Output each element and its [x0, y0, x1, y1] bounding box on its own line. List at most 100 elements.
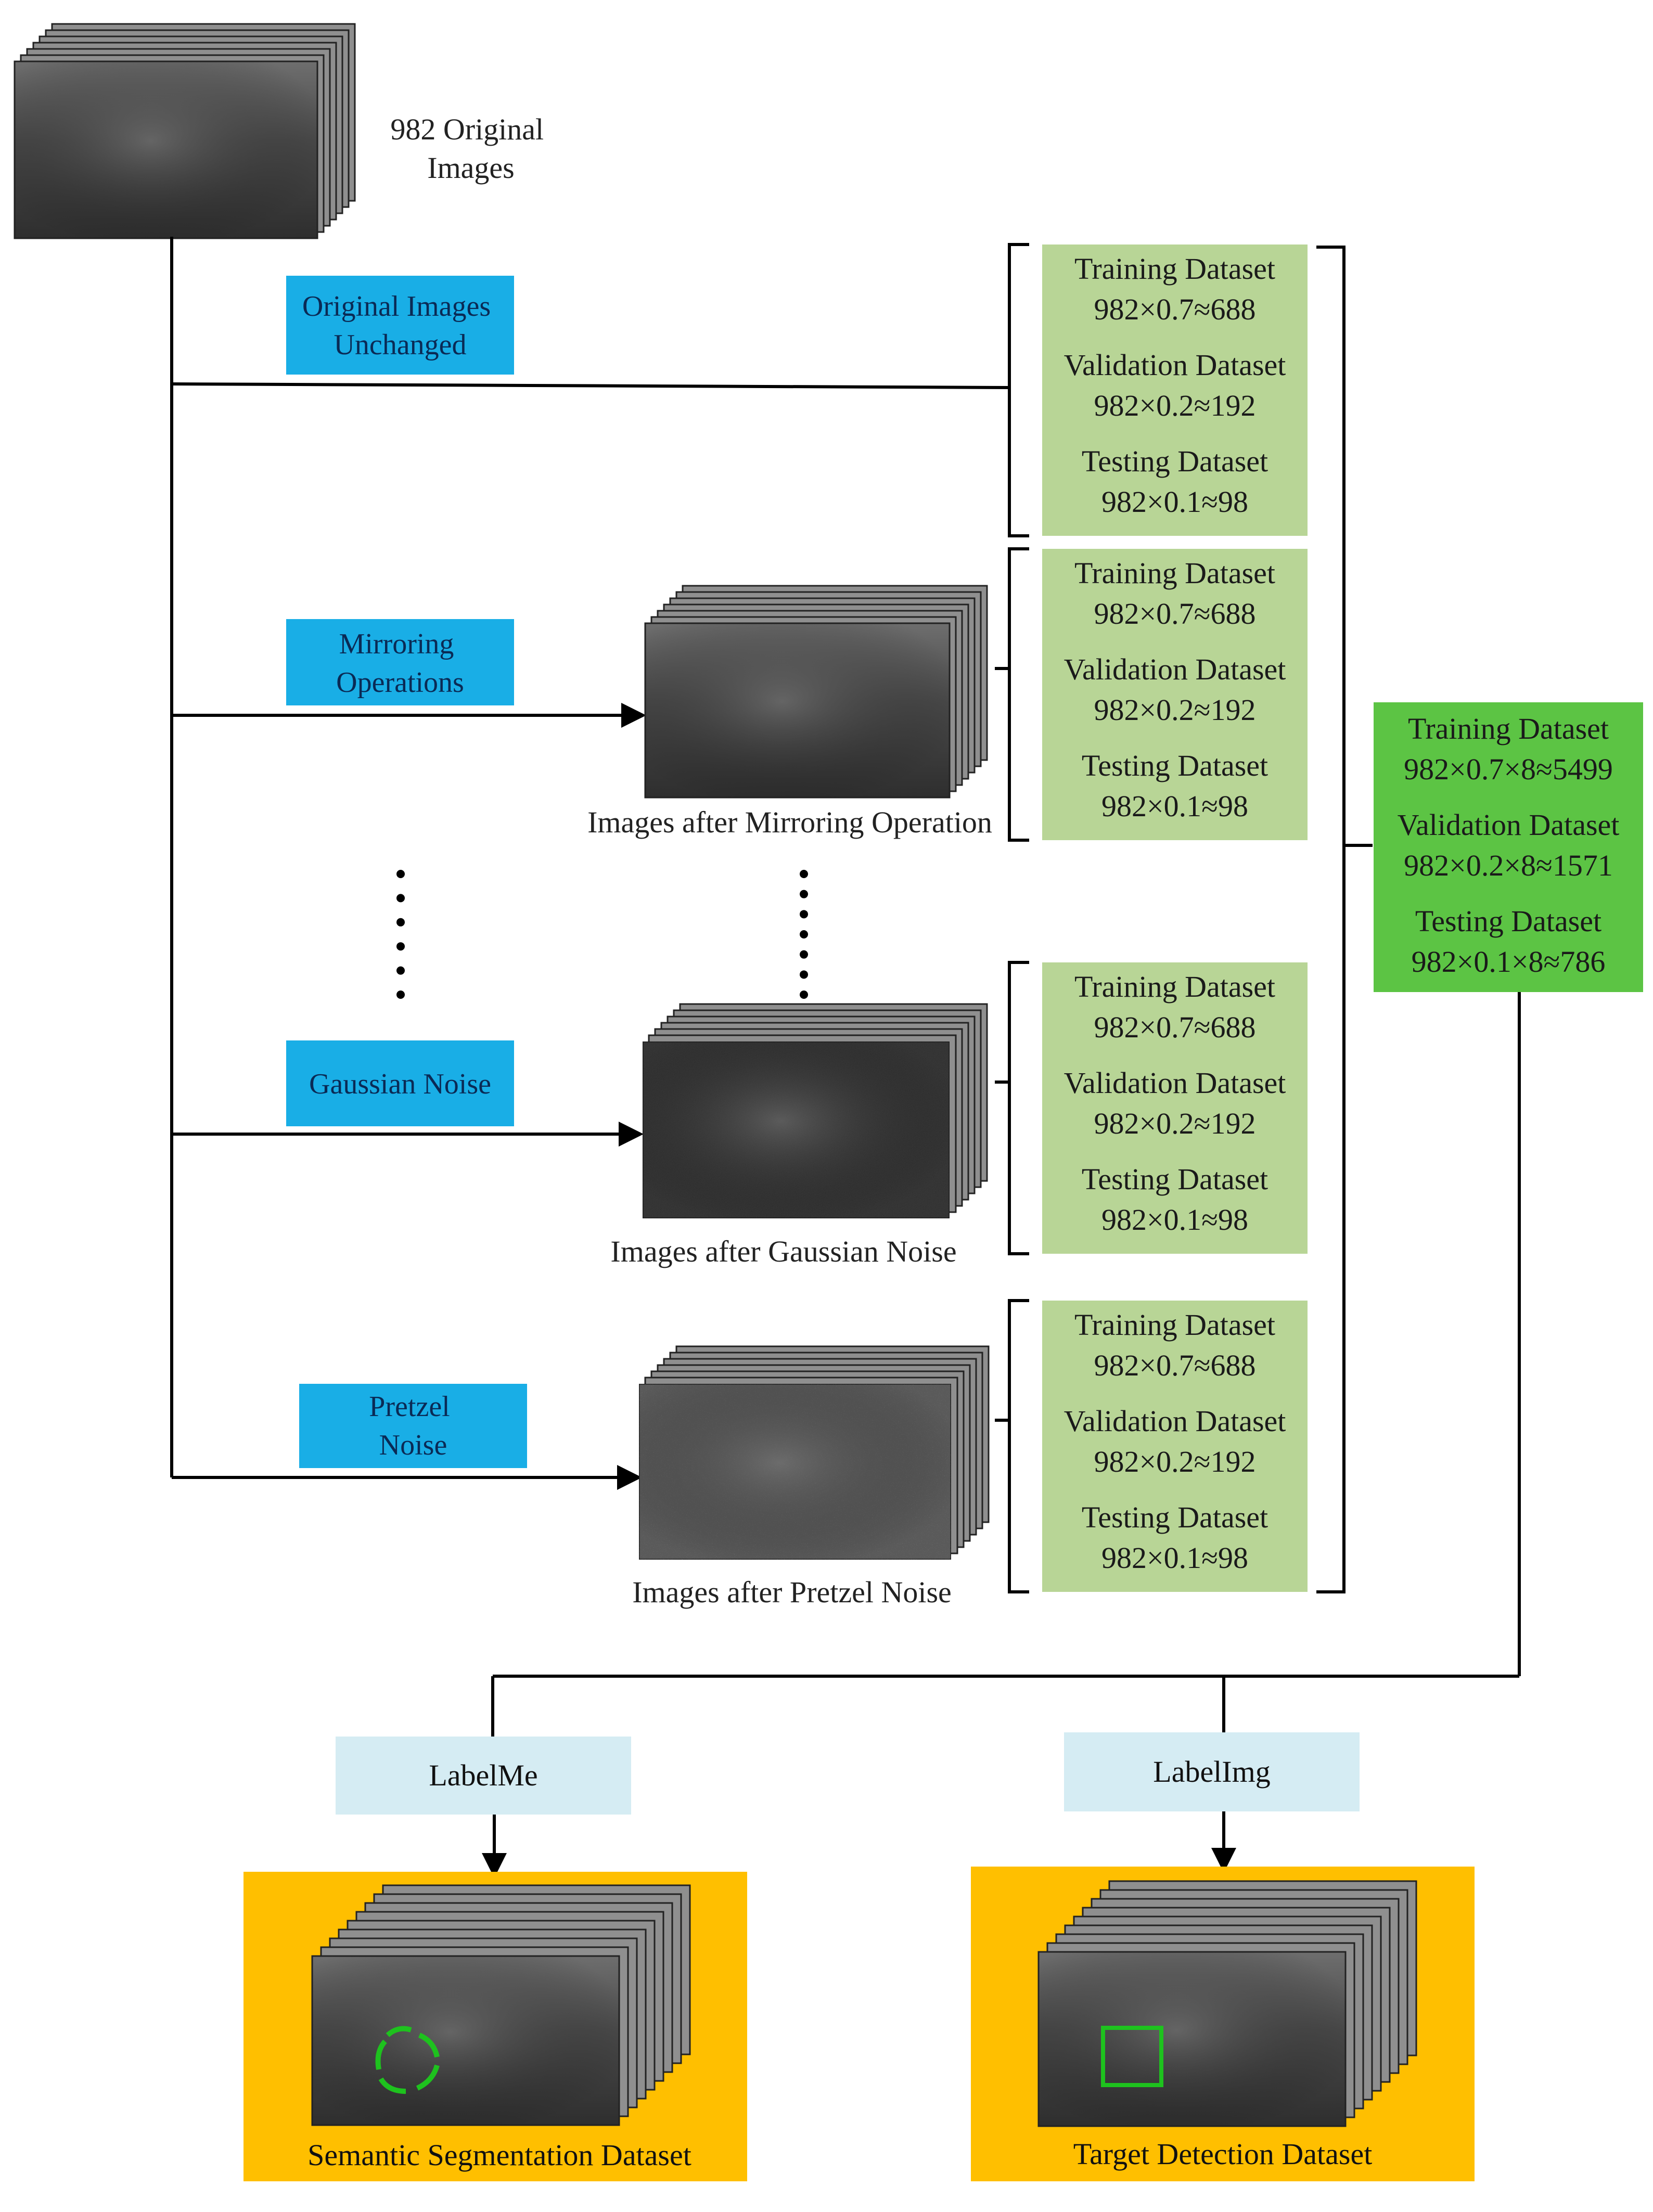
ellipsis-dot — [800, 970, 808, 979]
image-glow — [15, 61, 317, 238]
ellipsis-dot — [396, 918, 405, 927]
connector-lines — [170, 237, 1011, 1490]
split-name: Training Dataset — [1074, 252, 1275, 286]
tool-labelme: LabelMe — [336, 1737, 631, 1815]
op3-line2: Noise — [379, 1429, 447, 1461]
merge-bracket-path — [1316, 246, 1346, 1593]
split-bracket-1 — [1008, 547, 1029, 842]
split-value: 982×0.1≈98 — [1101, 1203, 1248, 1237]
merge-bracket — [1316, 246, 1373, 1593]
ellipsis-dot — [396, 942, 405, 951]
split-box-0 — [1042, 245, 1308, 536]
split-value: 982×0.1≈98 — [1101, 1541, 1248, 1575]
caption-mirror: Images after Mirroring Operation — [587, 805, 992, 839]
op3-line1: Pretzel — [369, 1391, 450, 1423]
op-box-pretzel-text: Pretzel Noise — [369, 1391, 457, 1461]
op-box-mirroring: Mirroring Operations — [286, 619, 514, 705]
op-box-pretzel: Pretzel Noise — [299, 1384, 527, 1468]
op-box-unchanged-bg — [286, 276, 514, 375]
split-name: Validation Dataset — [1064, 1404, 1286, 1438]
image-glow — [312, 1956, 619, 2125]
op1-line2: Operations — [336, 666, 464, 699]
tool-labelimg-bg — [1064, 1732, 1360, 1811]
source-label-line2: Images — [427, 151, 515, 185]
seg-mark-1 — [386, 2026, 412, 2037]
split-value: 982×0.2≈192 — [1094, 389, 1255, 422]
split-box-3 — [1042, 1301, 1308, 1592]
split-value: 982×0.1≈98 — [1101, 789, 1248, 823]
op2-line1: Gaussian Noise — [309, 1068, 491, 1100]
bottom-connectors — [482, 992, 1521, 1878]
output-target-detection: Target Detection Dataset — [971, 1867, 1475, 2181]
split-box-1 — [1042, 549, 1308, 840]
source-label-line1: 982 Original — [390, 112, 544, 146]
total-value: 982×0.1×8≈786 — [1412, 945, 1606, 979]
ellipsis-dot — [800, 950, 808, 959]
mirrored-image-stack — [644, 585, 988, 799]
det-bounding-box — [1101, 2026, 1163, 2087]
seg-mark-5 — [375, 2039, 387, 2070]
total-value: 982×0.2×8≈1571 — [1404, 848, 1613, 882]
total-box-bg — [1374, 702, 1643, 992]
ellipsis-dot — [800, 890, 808, 898]
output-semantic-segmentation: Semantic Segmentation Dataset — [244, 1872, 747, 2181]
split-name: Testing Dataset — [1082, 1500, 1268, 1534]
split-value: 982×0.2≈192 — [1094, 1107, 1255, 1140]
ellipsis-dot — [800, 870, 808, 878]
op1-line1: Mirroring — [339, 628, 454, 660]
gaussian-image-stack — [642, 1003, 988, 1219]
ellipsis-dot — [396, 966, 405, 975]
branch-unchanged — [171, 382, 1011, 389]
tool-labelme-text: LabelMe — [429, 1758, 537, 1792]
image-glow — [639, 1384, 951, 1560]
op0-line1: Original Images — [302, 290, 491, 323]
pretzel-image-stack — [638, 1345, 990, 1561]
ellipsis-dot — [396, 991, 405, 999]
op-box-gaussian-bg — [286, 1040, 514, 1126]
split-name: Validation Dataset — [1064, 1066, 1286, 1100]
image-glow — [645, 623, 950, 798]
seg-ring-marks — [375, 2026, 440, 2094]
image-glow — [643, 1041, 950, 1218]
caption-gaussian: Images after Gaussian Noise — [610, 1234, 956, 1268]
seg-mark-3 — [416, 2064, 440, 2091]
total-name: Validation Dataset — [1398, 808, 1620, 842]
split-name: Testing Dataset — [1082, 444, 1268, 478]
op-box-gaussian-text: Gaussian Noise — [309, 1068, 491, 1100]
seg-mark-4 — [378, 2077, 406, 2094]
op-box-mirroring-text: Mirroring Operations — [336, 628, 464, 699]
ellipsis-dot — [800, 991, 808, 999]
split-value: 982×0.2≈192 — [1094, 693, 1255, 727]
op-box-unchanged: Original Images Unchanged — [286, 276, 514, 375]
split-name: Training Dataset — [1074, 556, 1275, 590]
split-name: Validation Dataset — [1064, 652, 1286, 686]
tool-labelimg-text: LabelImg — [1153, 1755, 1270, 1789]
split-name: Validation Dataset — [1064, 348, 1286, 382]
split-name: Testing Dataset — [1082, 749, 1268, 782]
split-box-2 — [1042, 962, 1308, 1254]
split-value: 982×0.2≈192 — [1094, 1445, 1255, 1478]
output-det-text: Target Detection Dataset — [1073, 2137, 1373, 2171]
total-dataset-box: Training Dataset 982×0.7×8≈5499Validation… — [1374, 702, 1643, 992]
total-name: Training Dataset — [1408, 712, 1609, 745]
total-value: 982×0.7×8≈5499 — [1404, 752, 1613, 786]
split-bracket-3 — [1008, 1299, 1029, 1593]
split-name: Training Dataset — [1074, 1308, 1275, 1342]
split-bracket-2 — [1008, 961, 1029, 1255]
tool-labelme-bg — [336, 1737, 631, 1815]
total-name: Testing Dataset — [1415, 904, 1601, 938]
ellipsis-dots-left — [396, 870, 405, 999]
ellipsis-dot — [396, 870, 405, 878]
seg-image-stack — [311, 1884, 691, 2126]
ellipsis-dots-middle — [800, 870, 808, 999]
ellipsis-dot — [800, 930, 808, 938]
caption-pretzel: Images after Pretzel Noise — [632, 1575, 952, 1609]
output-seg-text: Semantic Segmentation Dataset — [307, 2138, 691, 2172]
seg-mark-2 — [418, 2033, 440, 2058]
split-name: Testing Dataset — [1082, 1162, 1268, 1196]
